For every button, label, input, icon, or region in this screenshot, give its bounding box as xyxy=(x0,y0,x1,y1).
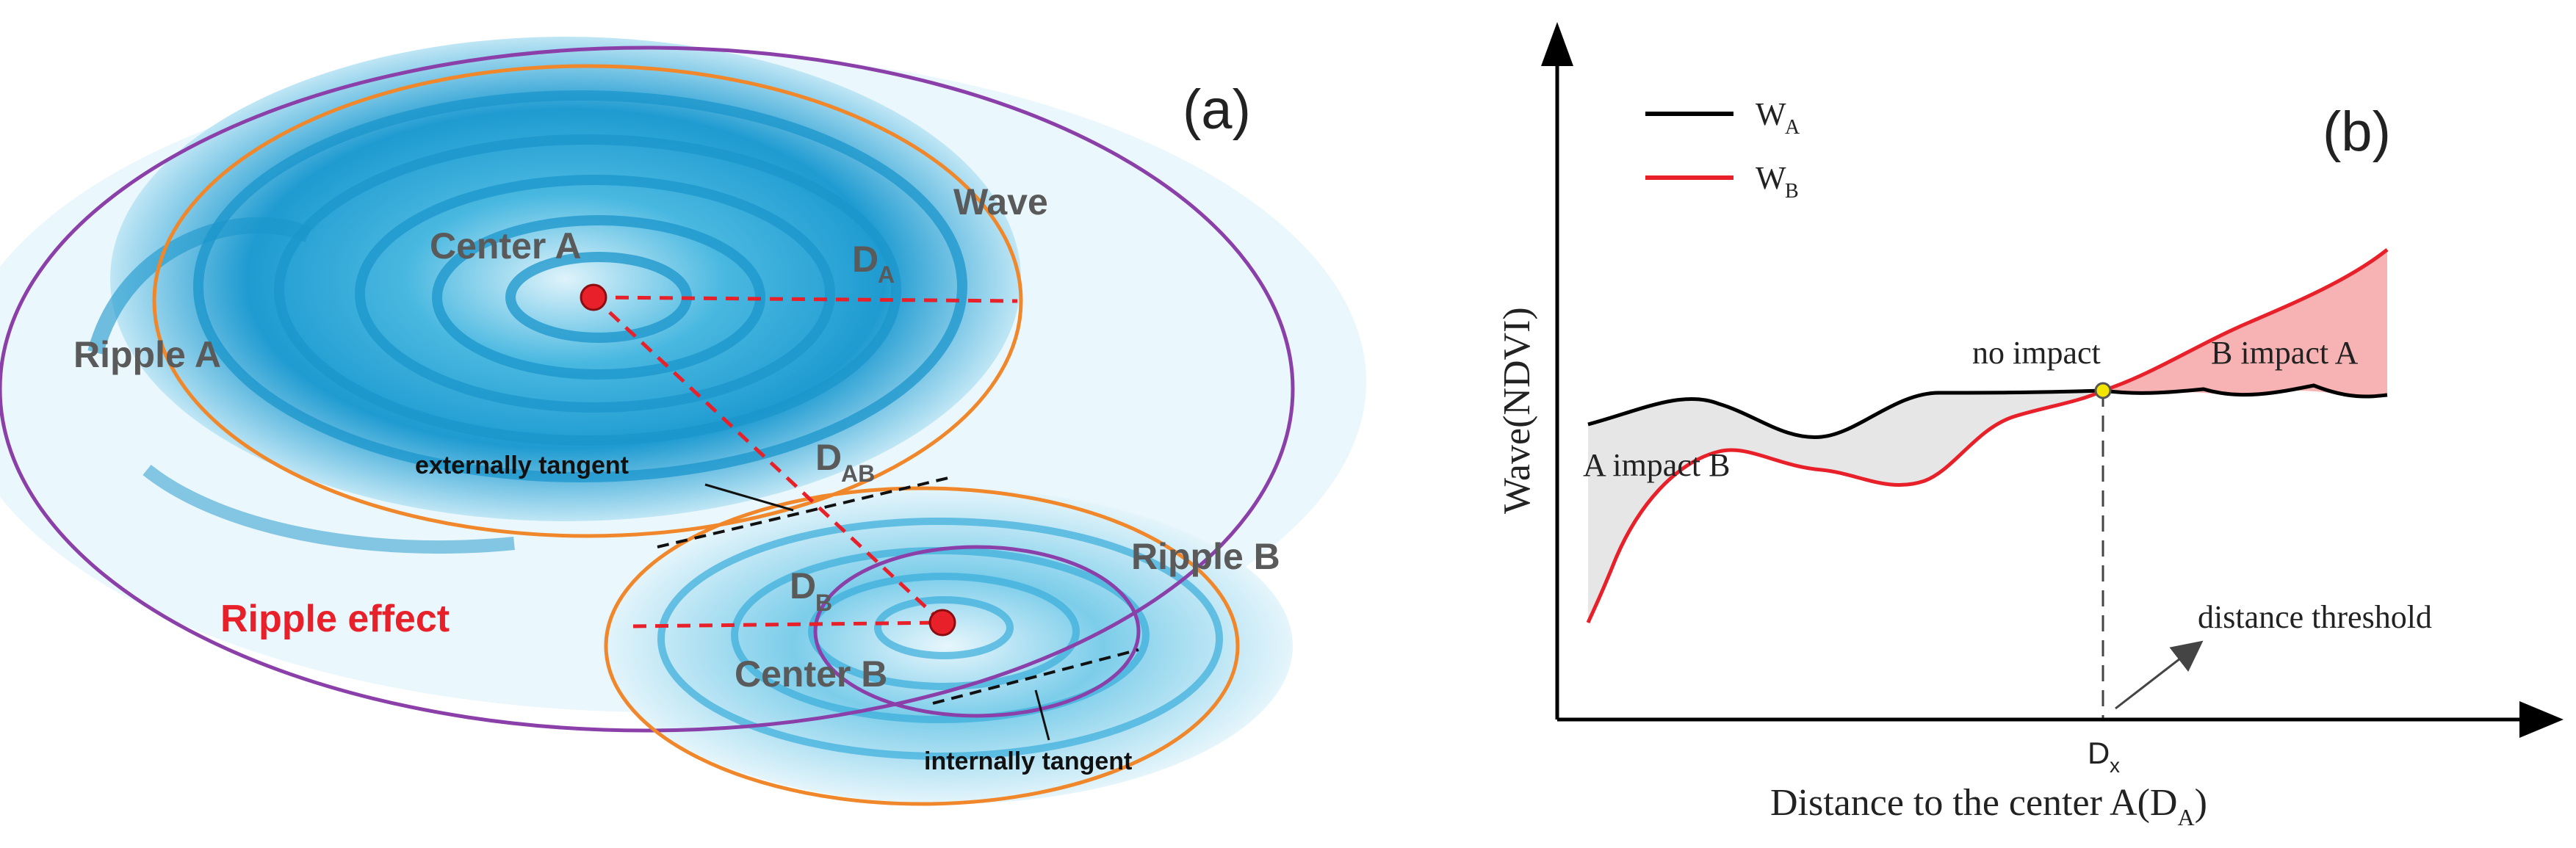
d-b-label: D B xyxy=(790,565,832,616)
ripple-b-swirls xyxy=(657,518,1223,760)
x-axis-label-sub: A xyxy=(2177,804,2194,830)
no-impact-marker xyxy=(2094,382,2112,399)
w-a-curve xyxy=(1587,383,2388,439)
center-b-dot xyxy=(928,609,956,637)
y-axis-label: Wave(NDVI) xyxy=(1496,307,1538,514)
no-impact-label: no impact xyxy=(1972,335,2101,371)
ripple-effect-ellipse xyxy=(0,46,1295,733)
external-tangent-line xyxy=(657,476,952,548)
a-impact-b-region xyxy=(1588,391,2103,623)
ripple-effect-label: Ripple effect xyxy=(220,598,450,640)
legend: W A W B xyxy=(1645,96,1800,203)
legend-item-w-a: W A xyxy=(1645,96,1800,139)
panel-b: (b) W A W B no impact B impact A A impac… xyxy=(1496,22,2564,830)
ripple-a-boundary xyxy=(152,64,1023,538)
legend-w-b-sub: B xyxy=(1785,180,1799,203)
d-b-ellipse xyxy=(813,545,1141,718)
d-b-line xyxy=(632,620,943,628)
wave-label: Wave xyxy=(953,181,1048,222)
x-axis-label: Distance to the center A(DA) xyxy=(1770,782,2207,830)
b-impact-a-label: B impact A xyxy=(2211,335,2359,371)
ripple-b-label: Ripple B xyxy=(1131,536,1280,577)
threshold-arrow xyxy=(2115,640,2204,710)
d-ab-sub: AB xyxy=(841,460,875,487)
ripple-a-tail xyxy=(87,217,312,355)
ripple-a-swirls xyxy=(193,90,967,482)
ripple-a-tail-lower xyxy=(142,464,515,554)
distance-lines xyxy=(592,295,1018,628)
a-impact-b-label: A impact B xyxy=(1583,447,1730,483)
distance-threshold-label: distance threshold xyxy=(2198,599,2432,635)
w-b-curve xyxy=(1586,248,2389,624)
d-a-line xyxy=(593,295,1018,303)
panel-b-label: (b) xyxy=(2323,101,2391,163)
center-a-label: Center A xyxy=(430,225,582,267)
d-ab-main: D xyxy=(815,437,842,478)
externally-tangent-label: externally tangent xyxy=(415,452,629,479)
panel-a-label: (a) xyxy=(1183,79,1251,141)
center-b-label: Center B xyxy=(735,653,887,695)
legend-w-b-main: W xyxy=(1756,160,1786,196)
internal-tangent-leader xyxy=(1034,689,1050,741)
ripple-a-label: Ripple A xyxy=(73,334,221,375)
d-b-sub: B xyxy=(815,590,832,616)
legend-w-a-sub: A xyxy=(1785,116,1800,139)
x-axis-label-main: Distance to the center A(D xyxy=(1770,782,2177,824)
internal-tangent-line xyxy=(932,648,1139,705)
panel-a: (a) Wave Center A Ripple A Ripple B Ripp… xyxy=(0,37,1366,806)
center-a-dot xyxy=(580,283,607,311)
dx-sub: x xyxy=(2110,754,2120,777)
y-axis-arrow xyxy=(1541,22,1573,66)
ripple-b-boundary xyxy=(604,486,1240,806)
dx-tick-label: D x xyxy=(2088,736,2120,777)
legend-item-w-b: W B xyxy=(1645,160,1799,203)
external-tangent-leader xyxy=(704,483,794,512)
d-a-main: D xyxy=(852,239,878,280)
legend-w-a-main: W xyxy=(1756,96,1786,132)
d-b-main: D xyxy=(790,565,816,606)
dx-main: D xyxy=(2088,736,2110,770)
d-ab-line xyxy=(592,296,944,624)
d-ab-label: D AB xyxy=(815,437,875,487)
internally-tangent-label: internally tangent xyxy=(924,747,1132,775)
x-axis-label-end: ) xyxy=(2195,782,2207,824)
x-axis-arrow xyxy=(2519,701,2564,738)
d-a-label: D A xyxy=(852,239,895,288)
d-a-sub: A xyxy=(878,261,895,288)
